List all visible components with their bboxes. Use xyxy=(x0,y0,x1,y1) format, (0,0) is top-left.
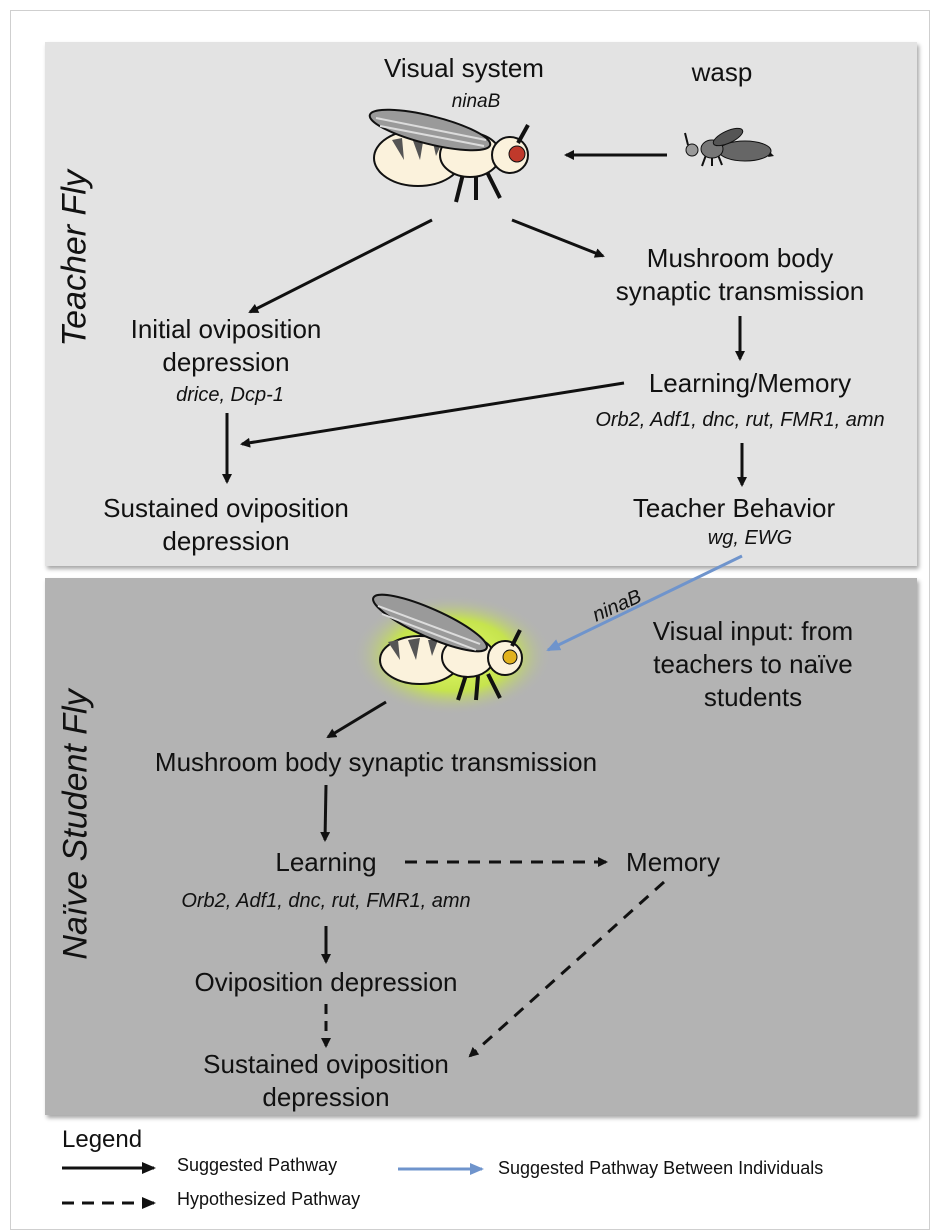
teacher-behavior-genes: wg, EWG xyxy=(707,527,793,549)
legend-title: Legend xyxy=(62,1126,143,1153)
initial-line-2: depression xyxy=(162,347,290,377)
wasp-label: wasp xyxy=(691,57,753,87)
legend-suggested-label: Suggested Pathway xyxy=(177,1155,338,1175)
teacher-fly-panel xyxy=(45,42,917,566)
visual-system-gene: ninaB xyxy=(451,91,501,112)
teacher-behavior-label: Teacher Behavior xyxy=(632,493,836,523)
memory-label-student: Memory xyxy=(626,847,720,877)
visual-input-line-3: students xyxy=(703,682,803,712)
arrow-fly-to-mb xyxy=(326,700,387,739)
mb-line-2: synaptic transmission xyxy=(615,276,865,306)
legend-between-label: Suggested Pathway Between Individuals xyxy=(498,1158,824,1178)
mb-line-1: Mushroom body xyxy=(646,243,834,273)
mushroom-body-label-teacher: Mushroom body synaptic transmission xyxy=(580,242,900,308)
student-fly-icon xyxy=(352,593,552,715)
sustained-teacher-line-2: depression xyxy=(162,526,290,556)
oviposition-depression-label: Oviposition depression xyxy=(194,967,458,997)
sustained-teacher-line-1: Sustained oviposition xyxy=(103,493,349,523)
sustained-oviposition-teacher-label: Sustained oviposition depression xyxy=(76,492,376,558)
learning-memory-genes: Orb2, Adf1, dnc, rut, FMR1, amn xyxy=(595,409,885,431)
visual-input-label: Visual input: from teachers to naïve stu… xyxy=(620,615,886,714)
arrow-memory-to-sustained xyxy=(468,880,666,1058)
learning-genes-student: Orb2, Adf1, dnc, rut, FMR1, amn xyxy=(181,890,471,912)
mushroom-body-label-student: Mushroom body synaptic transmission xyxy=(154,747,598,777)
visual-system-label: Visual system xyxy=(384,53,544,83)
sustained-oviposition-student-label: Sustained oviposition depression xyxy=(176,1048,476,1114)
initial-line-1: Initial oviposition xyxy=(130,314,322,344)
learning-label-student: Learning xyxy=(275,847,377,877)
arrow-mb-to-learning-student xyxy=(320,784,331,842)
arrow-learning-to-sustained xyxy=(240,381,625,448)
sustained-student-line-2: depression xyxy=(262,1082,390,1112)
figure-frame xyxy=(10,10,930,1230)
arrow-visual-to-initial xyxy=(248,218,433,314)
initial-oviposition-label: Initial oviposition depression xyxy=(96,313,356,379)
wasp-icon xyxy=(684,127,774,167)
learning-memory-label: Learning/Memory xyxy=(648,368,852,398)
sustained-student-line-1: Sustained oviposition xyxy=(203,1049,449,1079)
visual-input-line-1: Visual input: from xyxy=(652,616,854,646)
teacher-fly-icon xyxy=(368,108,530,203)
legend-hypothesized-label: Hypothesized Pathway xyxy=(177,1189,361,1209)
visual-input-line-2: teachers to naïve xyxy=(653,649,853,679)
arrow-teacher-to-student xyxy=(546,554,743,652)
initial-oviposition-genes: drice, Dcp-1 xyxy=(176,384,284,406)
arrow-visual-to-mb xyxy=(511,218,605,258)
